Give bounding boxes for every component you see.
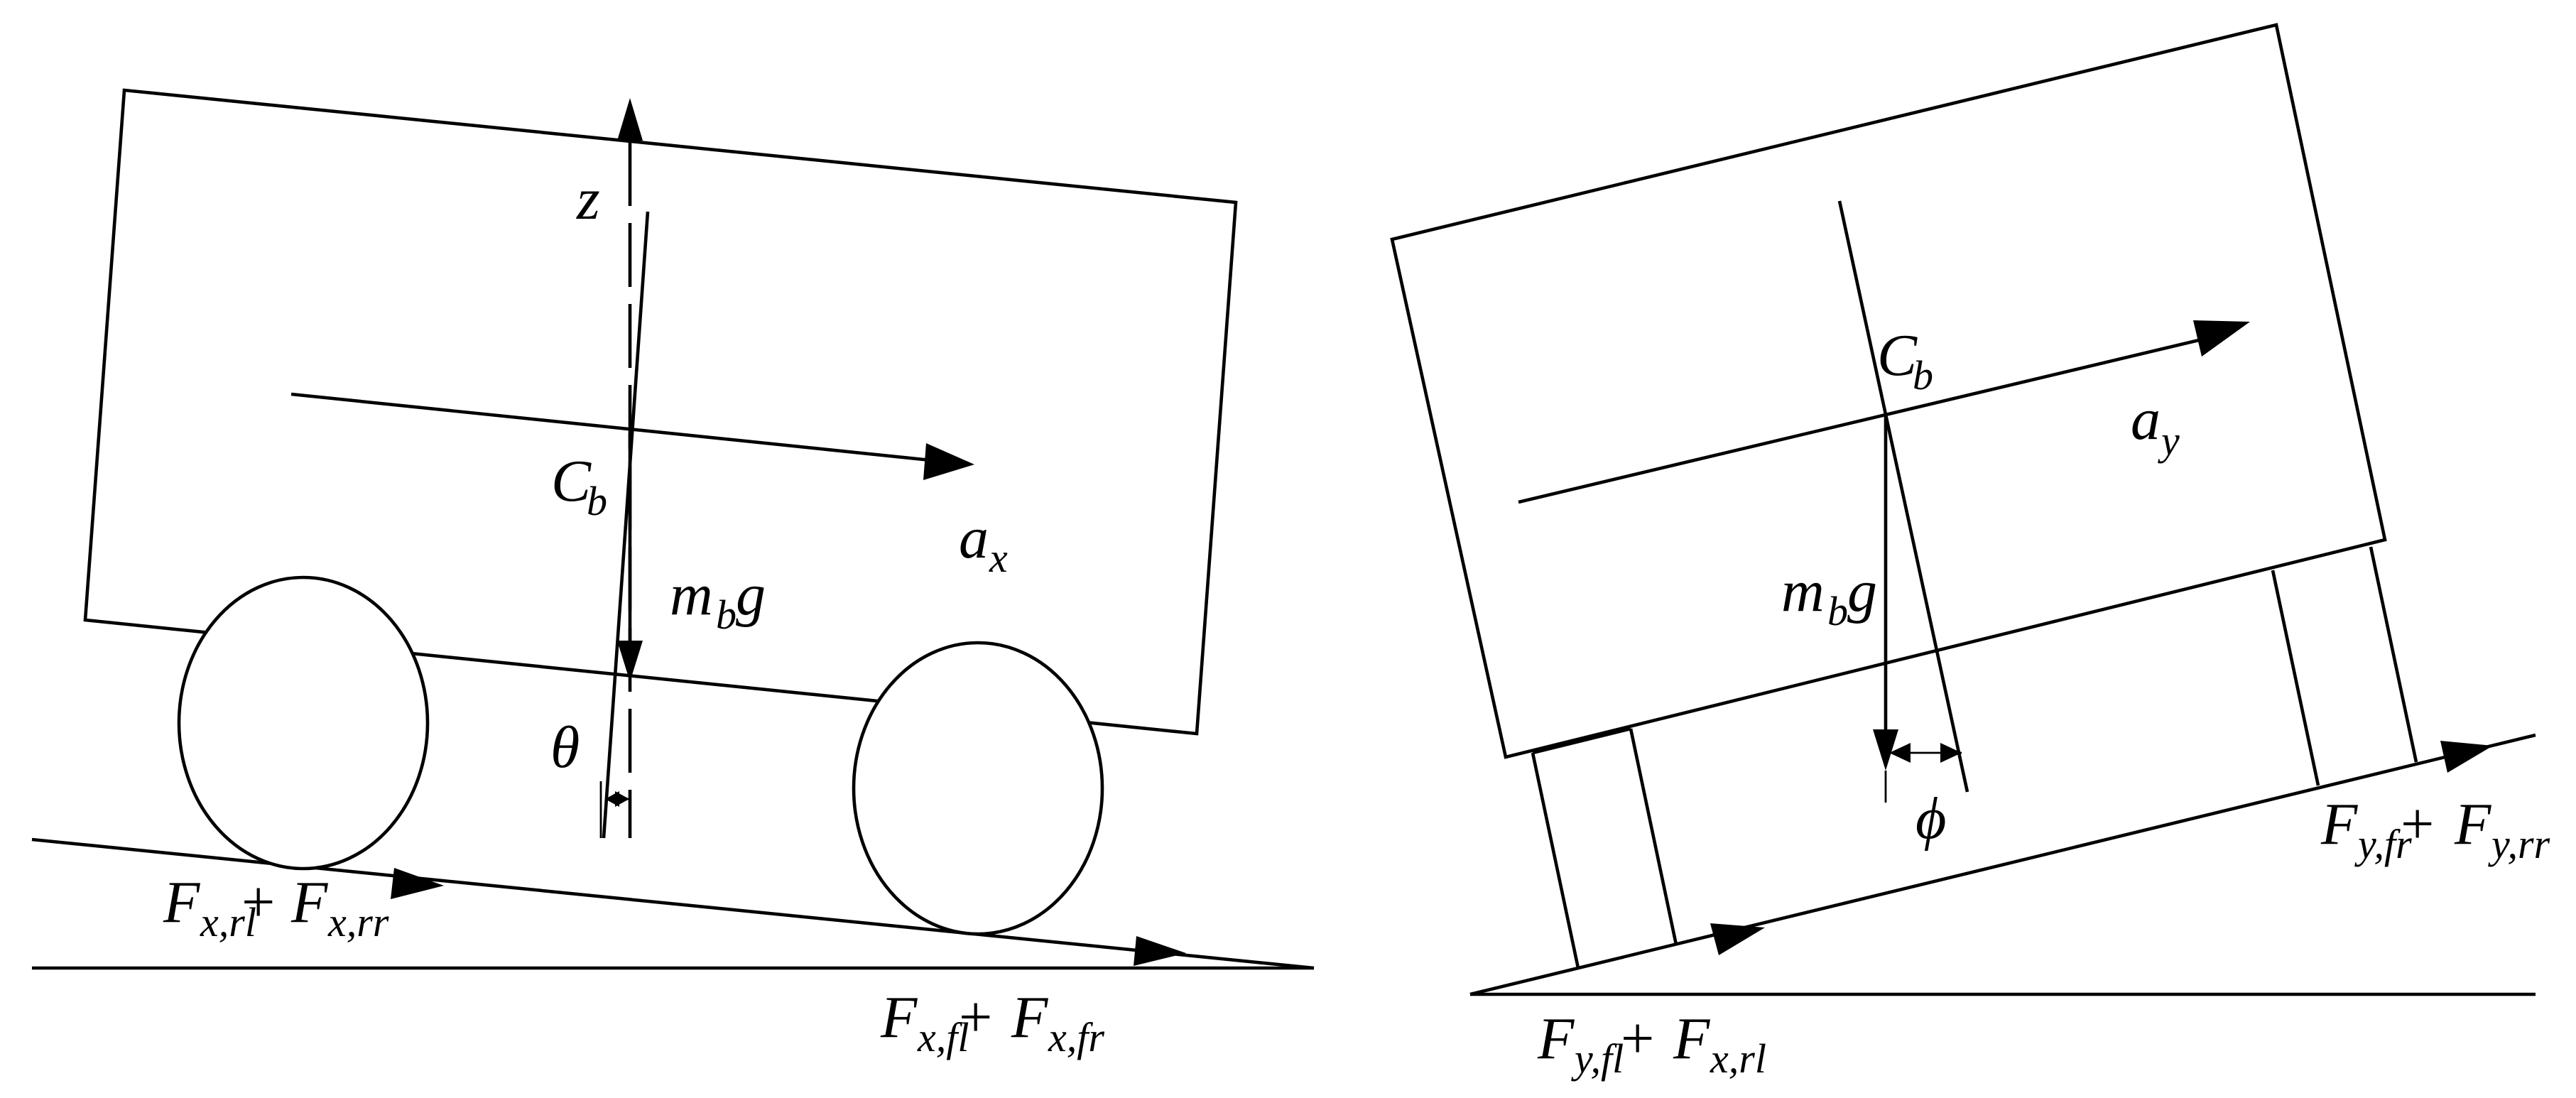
mbg-label-m-right: m [1781, 558, 1825, 624]
svg-text:x,rr: x,rr [327, 899, 389, 945]
mbg-label-m-left: m [670, 562, 713, 628]
left-strut-outer [1531, 752, 1580, 969]
theta-label: θ [550, 714, 580, 781]
front-force-arrowhead [1134, 936, 1186, 966]
svg-text:+: + [959, 984, 992, 1050]
svg-text:y,fr: y,fr [2354, 821, 2412, 867]
ax-arrowhead [923, 443, 974, 480]
rear-force-label: F x,rl + F x,rr [163, 869, 389, 945]
svg-text:F: F [2320, 791, 2359, 857]
cb-label-right: C [1877, 322, 1918, 388]
ax-label: a [959, 505, 989, 571]
phi-arrowhead-a [1889, 743, 1911, 763]
svg-text:F: F [1011, 984, 1049, 1050]
svg-text:F: F [2454, 791, 2492, 857]
right-strut-outer [2369, 546, 2418, 763]
mbg-label-g-left: g [736, 562, 766, 628]
z-axis-arrowhead [617, 98, 643, 141]
inclined-road-left [31, 837, 1315, 970]
svg-text:F: F [880, 984, 918, 1050]
rear-wheel [177, 575, 430, 871]
mbg-arrowhead-right [1873, 729, 1898, 771]
cb-label-left: C [551, 448, 592, 514]
front-force-label: F x,fl + F x,fr [880, 984, 1104, 1060]
mbg-subscript-left: b [716, 592, 737, 638]
inclined-road-right [1469, 733, 2536, 996]
cb-subscript-right: b [1913, 352, 1933, 398]
ay-subscript: y [2158, 418, 2180, 464]
svg-text:x,rl: x,rl [200, 899, 256, 945]
body-vertical-axis [602, 211, 650, 839]
svg-text:F: F [163, 869, 201, 935]
svg-text:x,fl: x,fl [917, 1014, 969, 1060]
mbg-arrowhead-left [617, 641, 643, 682]
right-force-label: F y,fr + F y,rr [2320, 791, 2550, 867]
right-force-arrowhead [2440, 741, 2493, 773]
svg-text:x,rl: x,rl [1710, 1036, 1766, 1082]
mbg-label-g-right: g [1847, 558, 1877, 624]
svg-text:F: F [1537, 1006, 1575, 1072]
vehicle-body-right [1390, 23, 2387, 759]
pitch-view: z C b a x m b g θ F x,rl + F x,rr F x,fl… [31, 88, 1315, 1060]
left-force-label: F y,fl + F x,rl [1537, 1006, 1766, 1082]
body-vertical-axis-right [1837, 200, 1969, 793]
phi-arrowhead-b [1940, 743, 1962, 763]
roll-view: C b a y m b g ϕ F y,fr + F y,rr F y,fl +… [1390, 23, 2550, 1082]
svg-text:F: F [1673, 1006, 1711, 1072]
z-axis-label: z [576, 166, 600, 232]
ay-arrow-line [1518, 337, 2202, 504]
ax-arrow-line [290, 392, 931, 462]
front-wheel [852, 641, 1104, 936]
svg-text:F: F [290, 869, 329, 935]
left-strut-inner [1629, 728, 1678, 945]
svg-text:+: + [1621, 1006, 1654, 1072]
rear-force-arrowhead [391, 868, 444, 899]
svg-text:x,fr: x,fr [1048, 1014, 1104, 1060]
mbg-subscript-right: b [1827, 588, 1848, 634]
svg-text:y,fl: y,fl [1571, 1036, 1624, 1082]
vehicle-body-left [83, 88, 1238, 736]
ay-label: a [2131, 386, 2161, 452]
svg-text:+: + [241, 869, 275, 935]
left-force-arrowhead [1710, 923, 1765, 955]
svg-text:+: + [2401, 791, 2434, 857]
svg-text:y,rr: y,rr [2488, 821, 2550, 867]
ay-arrowhead [2193, 320, 2250, 357]
theta-arrowhead-b [615, 791, 629, 807]
ax-subscript: x [989, 535, 1008, 581]
right-strut-inner [2271, 570, 2320, 786]
left-strut-top [1532, 727, 1631, 755]
cb-subscript-left: b [587, 478, 607, 524]
phi-label: ϕ [1915, 786, 1946, 852]
